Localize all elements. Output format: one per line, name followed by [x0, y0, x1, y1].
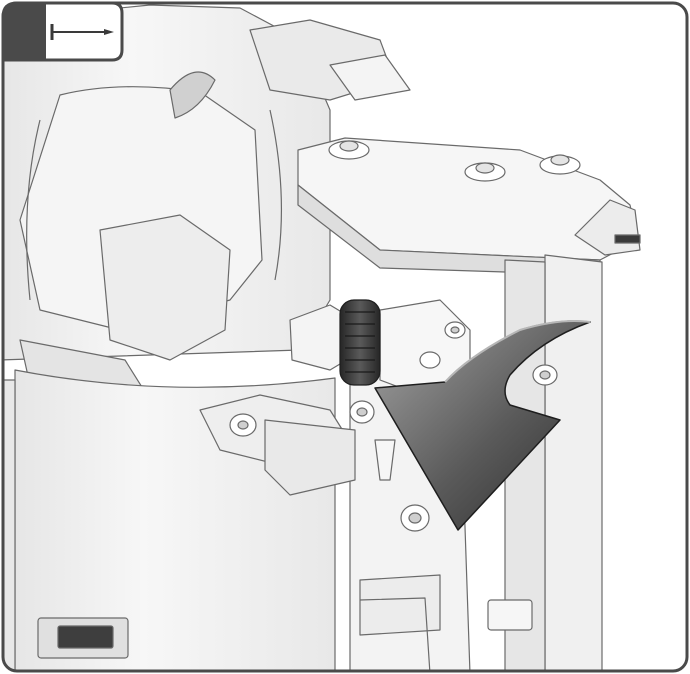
latch-mechanism [199, 299, 558, 532]
depth-adjust-knob [339, 299, 381, 386]
nail-icon [1, 1, 124, 62]
tool-housing [3, 4, 411, 401]
rotate-down-arrow-icon [374, 320, 591, 531]
nose-plate [297, 137, 641, 276]
